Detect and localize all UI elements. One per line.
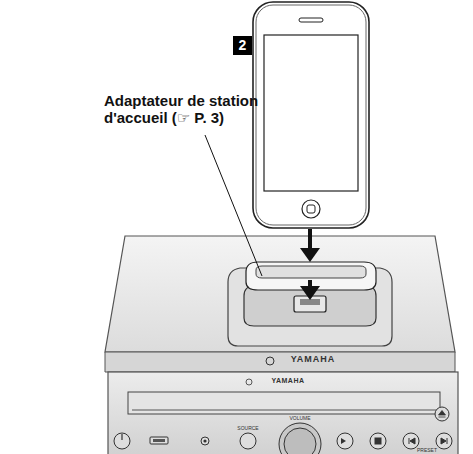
part-label: Adaptateur de station d'accueil (☞ P. 3) [104,92,282,127]
button-label: SOURCE [228,426,268,432]
button-label: PRESET [407,448,447,454]
button-label: VOLUME [280,416,320,422]
brand-logo: YAMAHA [268,354,358,364]
brand-logo: YAMAHA [253,377,323,385]
callout-number: 2 [233,36,252,55]
